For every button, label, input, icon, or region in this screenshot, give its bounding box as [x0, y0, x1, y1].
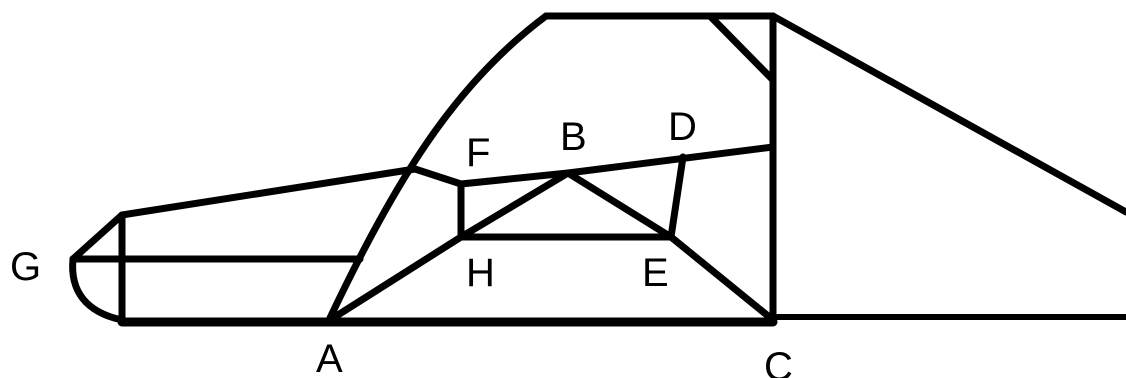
- strut-H-B: [457, 169, 572, 241]
- nose-rounded-tip: [69, 255, 126, 324]
- canopy-front-curve: [326, 12, 550, 322]
- upper-longeron-F-to-B: [457, 169, 572, 188]
- upper-longeron-front: [118, 165, 419, 219]
- nose-top-diagonal: [69, 211, 126, 263]
- strut-E-C: [667, 233, 777, 324]
- upper-longeron-F-kink: [411, 165, 465, 188]
- label-E: E: [642, 251, 669, 295]
- strut-D-E: [667, 153, 687, 241]
- strut-A-H: [326, 233, 465, 324]
- upper-longeron-B-to-C-post: [564, 143, 777, 177]
- label-G: G: [10, 245, 41, 289]
- label-H: H: [466, 251, 495, 295]
- label-F: F: [466, 131, 490, 175]
- strut-B-E: [564, 169, 675, 241]
- label-A: A: [316, 337, 343, 378]
- label-B: B: [560, 115, 587, 159]
- label-C: C: [764, 345, 793, 378]
- tail-diagonal: [769, 12, 1126, 216]
- canopy-corner-brace: [706, 12, 777, 84]
- label-D: D: [668, 105, 697, 149]
